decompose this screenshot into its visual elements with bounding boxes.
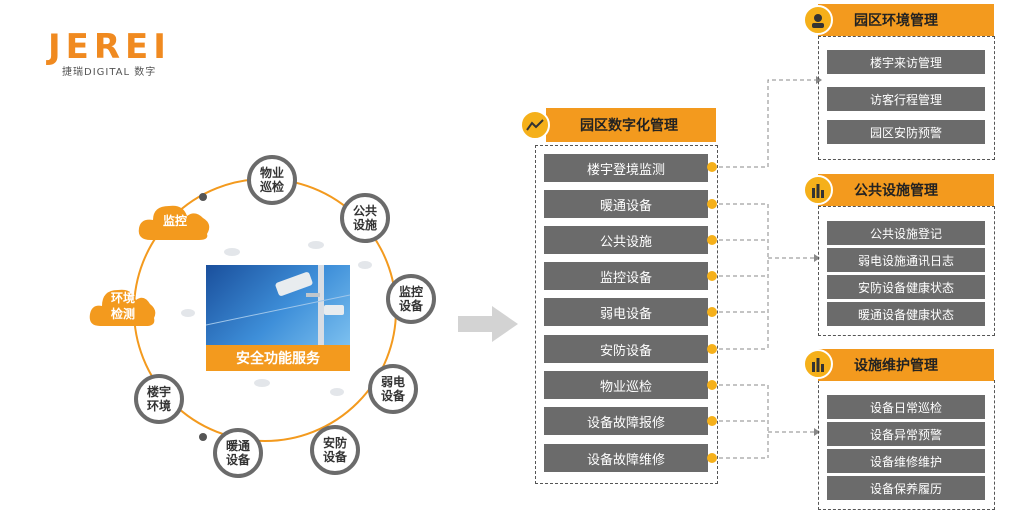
- mid-item-fault-repair: 设备故障维修: [544, 444, 708, 472]
- building-icon: [803, 175, 833, 205]
- node-hvac: 暖通 设备: [213, 428, 263, 478]
- connector-dot: [707, 235, 717, 245]
- env-panel-title-text: 园区环境管理: [854, 13, 938, 29]
- env-item-itinerary: 访客行程管理: [827, 87, 985, 111]
- cloud-shape-icon: [138, 205, 210, 240]
- cloud-env-detect-label: 环境 检测: [110, 291, 135, 321]
- cloud-monitor-label: 监控: [162, 214, 187, 228]
- connector-dot: [707, 344, 717, 354]
- public-panel-title: 公共设施管理: [818, 174, 994, 206]
- connector-dot: [707, 307, 717, 317]
- camera-icon: [206, 265, 350, 345]
- public-item-security-health: 安防设备健康状态: [827, 275, 985, 299]
- node-monitor: 监控 设备: [386, 274, 436, 324]
- node-patrol: 物业 巡检: [247, 155, 297, 205]
- bar-tools-icon: [812, 358, 824, 372]
- node-building: 楼宇 环境: [134, 374, 184, 424]
- connector-dot: [707, 416, 717, 426]
- brand-subtitle: 捷瑞DIGITAL 数字: [62, 67, 157, 78]
- maint-item-abnormal: 设备异常预警: [827, 422, 985, 446]
- connector-dot: [707, 162, 717, 172]
- connector-dot: [707, 380, 717, 390]
- public-panel-frame: [818, 206, 995, 336]
- middle-panel-title: 园区数字化管理: [546, 108, 716, 142]
- middle-panel-title-text: 园区数字化管理: [580, 118, 678, 134]
- public-item-comm-log: 弱电设施通讯日志: [827, 248, 985, 272]
- connector-dot: [707, 271, 717, 281]
- mid-item-building: 楼宇登境监测: [544, 154, 708, 182]
- person-icon: [812, 14, 824, 28]
- maint-panel-title-text: 设施维护管理: [854, 358, 938, 374]
- flow-arrow-icon: [458, 306, 518, 342]
- env-panel-frame: [818, 36, 995, 160]
- connector-dot: [707, 199, 717, 209]
- mid-item-security: 安防设备: [544, 335, 708, 363]
- env-item-warning: 园区安防预警: [827, 120, 985, 144]
- tools-icon: [803, 349, 833, 379]
- public-item-hvac-health: 暖通设备健康状态: [827, 302, 985, 326]
- mid-item-patrol: 物业巡检: [544, 371, 708, 399]
- center-title: 安全功能服务: [206, 345, 350, 371]
- mid-item-weak: 弱电设备: [544, 298, 708, 326]
- connector-dot: [707, 453, 717, 463]
- public-panel-title-text: 公共设施管理: [854, 183, 938, 199]
- env-item-visitor: 楼宇来访管理: [827, 50, 985, 74]
- mid-item-fault-report: 设备故障报修: [544, 407, 708, 435]
- cloud-shape-icon: [89, 289, 156, 326]
- trend-line-icon: [526, 119, 544, 131]
- maint-item-daily: 设备日常巡检: [827, 395, 985, 419]
- bar-building-icon: [812, 184, 824, 198]
- node-weak: 弱电 设备: [368, 364, 418, 414]
- mid-item-monitor: 监控设备: [544, 262, 708, 290]
- guard-icon: [803, 5, 833, 35]
- cloud-env-detect: 环境 检测: [88, 284, 158, 328]
- env-panel-title: 园区环境管理: [818, 4, 994, 36]
- trend-icon: [520, 110, 550, 140]
- maint-panel-title: 设施维护管理: [818, 349, 994, 381]
- node-security: 安防 设备: [310, 425, 360, 475]
- mid-item-public: 公共设施: [544, 226, 708, 254]
- mid-item-hvac: 暖通设备: [544, 190, 708, 218]
- node-public: 公共 设施: [340, 193, 390, 243]
- public-item-register: 公共设施登记: [827, 221, 985, 245]
- security-camera-image: [206, 265, 350, 345]
- middle-panel-frame: [535, 145, 718, 484]
- maint-item-history: 设备保养履历: [827, 476, 985, 500]
- maint-item-repair: 设备维修维护: [827, 449, 985, 473]
- cloud-monitor: 监控: [137, 200, 213, 242]
- brand-logo: JEREI: [48, 27, 171, 67]
